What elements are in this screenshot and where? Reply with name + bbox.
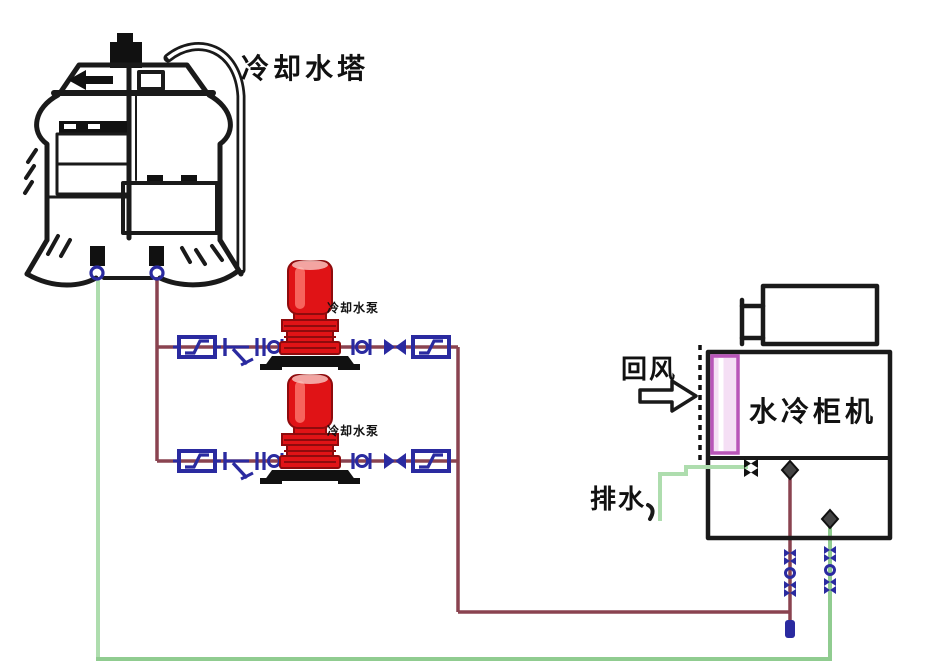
pipe-end-cap bbox=[785, 620, 795, 638]
chiller-unit bbox=[638, 283, 893, 541]
air-filter bbox=[710, 354, 740, 455]
pipe-union-icon bbox=[149, 265, 165, 281]
cabinet-body bbox=[705, 349, 893, 541]
cooling-tower bbox=[23, 33, 246, 288]
drain-pipe bbox=[658, 465, 748, 521]
tower-riser-pipe bbox=[163, 42, 246, 275]
return-air-arrow-icon bbox=[638, 379, 698, 413]
chiller-unit-label: 水冷柜机 bbox=[749, 396, 878, 427]
pipe-fitting-icon bbox=[820, 508, 840, 530]
drain-label: 排水 bbox=[590, 484, 647, 514]
drain-valve-icon bbox=[744, 459, 758, 477]
pump-branch-top bbox=[155, 258, 460, 372]
cooling-tower-label: 冷却水塔 bbox=[241, 53, 370, 84]
water-basin bbox=[121, 181, 219, 235]
fan-motor-cap bbox=[117, 33, 133, 44]
top-box bbox=[760, 283, 880, 347]
pump-top-label: 冷却水泵 bbox=[327, 301, 380, 315]
drain-pointer bbox=[646, 503, 655, 521]
return-air-label: 回风 bbox=[621, 354, 678, 384]
airflow-arrow-icon bbox=[68, 70, 113, 90]
pipe-union-icon bbox=[89, 265, 105, 281]
pump-bottom-label: 冷却水泵 bbox=[327, 424, 380, 438]
pipe-fitting-icon bbox=[780, 459, 800, 481]
pump-branch-bottom bbox=[155, 372, 460, 486]
red-water-pipe bbox=[155, 277, 792, 628]
